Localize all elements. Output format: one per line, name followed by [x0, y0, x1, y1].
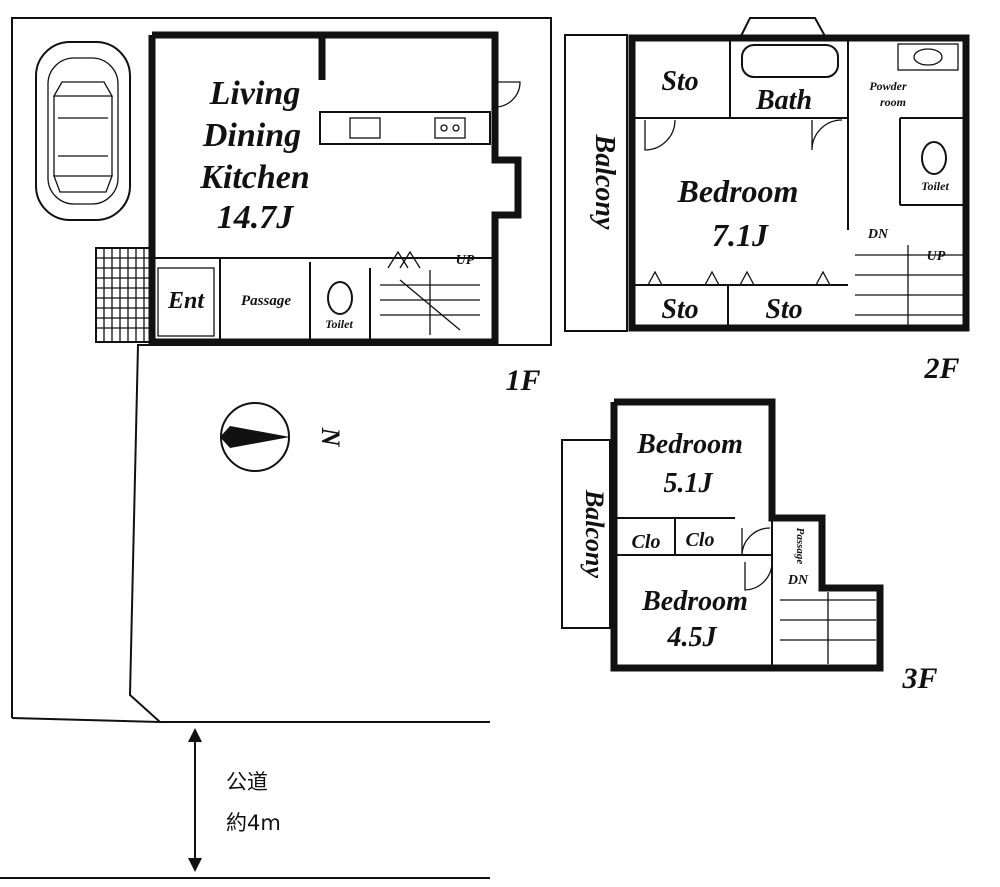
balcony-label-3f: Balcony	[580, 489, 609, 579]
closet-2-label: Clo	[686, 529, 715, 551]
ldk-size: 14.7J	[217, 199, 295, 236]
road	[0, 728, 490, 879]
road-label: 公道	[226, 770, 268, 794]
north-label: N	[316, 427, 345, 448]
toilet-label-2f: Toilet	[921, 179, 949, 193]
closet-1-label: Clo	[632, 531, 661, 553]
bedroom-a-size-3f: 5.1J	[664, 468, 714, 499]
entrance-label: Ent	[167, 288, 205, 314]
floor-label-2f: 2F	[923, 352, 959, 385]
bedroom-a-label-3f: Bedroom	[636, 429, 743, 460]
storage-top-label-2f: Sto	[661, 66, 698, 97]
stairs-up-label-2f: UP	[927, 249, 946, 264]
toilet-label-1f: Toilet	[325, 317, 353, 331]
bedroom-label-2f: Bedroom	[677, 173, 799, 209]
ldk-label-line2: Dining	[202, 117, 301, 154]
powder-room-label-line2: room	[880, 95, 906, 109]
road-width-label: 約4m	[226, 811, 281, 835]
floor-1-walls	[95, 31, 522, 346]
bedroom-b-label-3f: Bedroom	[641, 586, 748, 617]
floor-label-1f: 1F	[505, 364, 540, 397]
storage-bottom-right-label-2f: Sto	[765, 294, 802, 325]
passage-label-3f: Passage	[794, 528, 806, 565]
floor-2-walls	[564, 17, 970, 332]
balcony-label-2f: Balcony	[589, 134, 620, 230]
floor-label-3f: 3F	[901, 662, 937, 695]
stairs-up-label-1f: UP	[456, 253, 475, 268]
ldk-label-line1: Living	[209, 75, 301, 112]
bedroom-b-size-3f: 4.5J	[667, 622, 718, 653]
compass-icon	[220, 402, 290, 472]
powder-room-label-line1: Powder	[869, 79, 907, 93]
stairs-down-label-3f: DN	[787, 573, 809, 588]
storage-bottom-left-label-2f: Sto	[661, 294, 698, 325]
car-icon	[35, 41, 131, 221]
stairs-down-label-2f: DN	[867, 227, 889, 242]
passage-label-1f: Passage	[241, 293, 291, 309]
bath-label: Bath	[755, 85, 812, 116]
bedroom-size-2f: 7.1J	[712, 217, 769, 253]
ldk-label-line3: Kitchen	[199, 159, 310, 196]
floor-3-walls	[561, 398, 884, 672]
